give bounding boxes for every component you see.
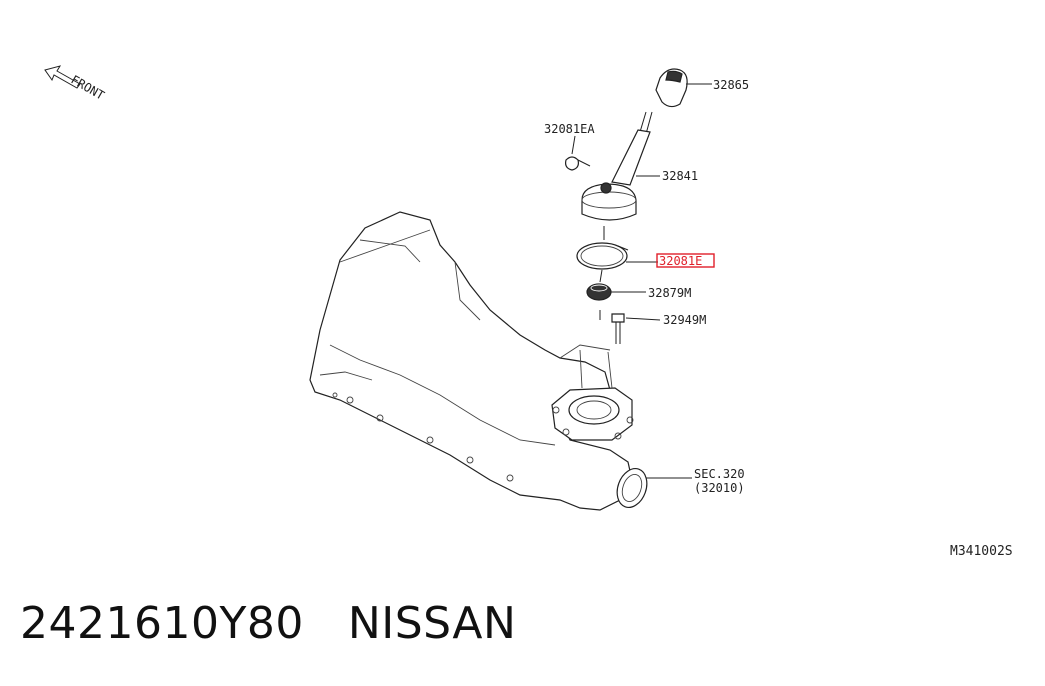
callout-sec-320: SEC.320 <box>694 467 745 481</box>
part-number: 2421610Y80 <box>20 598 304 649</box>
shifter-base <box>551 349 634 441</box>
highlight-box <box>656 253 715 268</box>
clip-part <box>565 156 591 171</box>
parts-diagram: FRONT <box>44 65 749 511</box>
retaining-ring <box>576 242 629 270</box>
leader-lines <box>571 83 712 479</box>
output-flange <box>616 468 648 508</box>
front-arrow-icon <box>44 65 81 89</box>
shift-boot <box>581 182 637 221</box>
callout-32949m: 32949M <box>663 313 706 327</box>
brand-name: NISSAN <box>347 598 517 649</box>
front-label: FRONT <box>69 72 107 102</box>
callout-32081e: 32081E <box>659 254 702 268</box>
part-caption: 2421610Y80 NISSAN <box>20 598 516 658</box>
callout-32081ea: 32081EA <box>544 122 595 136</box>
bushing <box>586 283 612 301</box>
figure-code: M341002S <box>950 544 1013 559</box>
shift-lever <box>611 111 653 186</box>
shift-knob <box>655 68 688 108</box>
callout-32841: 32841 <box>662 169 698 183</box>
callout-sec-320-sub: (32010) <box>694 481 745 495</box>
bolt <box>611 313 625 344</box>
callout-32865: 32865 <box>713 78 749 92</box>
callout-32879m: 32879M <box>648 286 691 300</box>
